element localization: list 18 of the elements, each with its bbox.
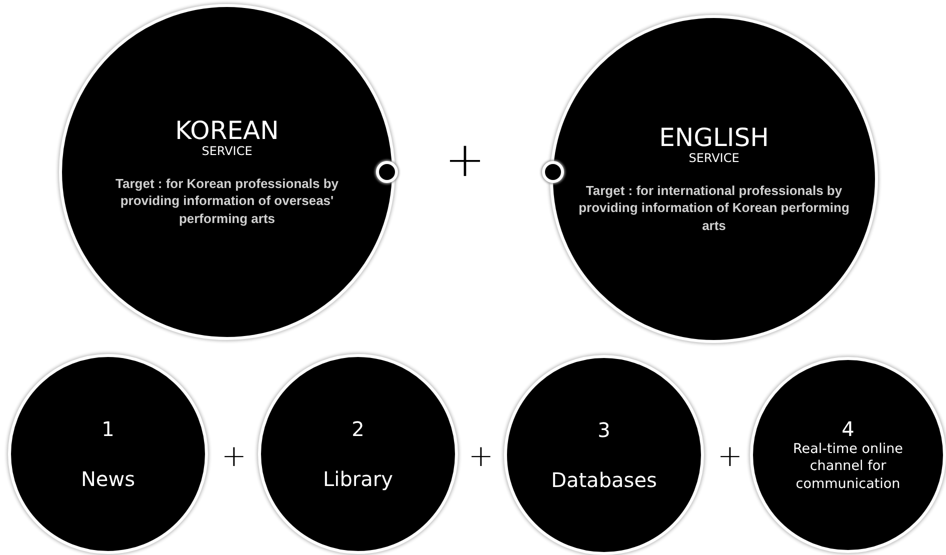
service-title: ENGLISH [659, 124, 769, 152]
item-description: Real-time online channel for communication [792, 440, 904, 494]
item-number: 2 [352, 417, 364, 441]
plus-sign: + [221, 442, 247, 472]
item-number: 4 [842, 416, 854, 441]
plus-sign: + [468, 442, 494, 472]
item-number: 1 [102, 417, 114, 441]
service-subtitle: SERVICE [202, 144, 252, 159]
service-title: KOREAN [175, 116, 279, 144]
item-name: Databases [551, 468, 657, 492]
item-name: News [80, 467, 136, 491]
plus-sign: + [444, 136, 486, 184]
plus-sign: + [717, 442, 743, 472]
item-number: 3 [598, 418, 610, 442]
service-subtitle: SERVICE [688, 151, 740, 166]
target-description: Target : for Korean professionals by providing information of overseas' performing arts [114, 174, 340, 228]
target-description: Target : for international professionals by providing information of Korean performing arts [578, 182, 850, 234]
item-name: Library [323, 467, 393, 491]
